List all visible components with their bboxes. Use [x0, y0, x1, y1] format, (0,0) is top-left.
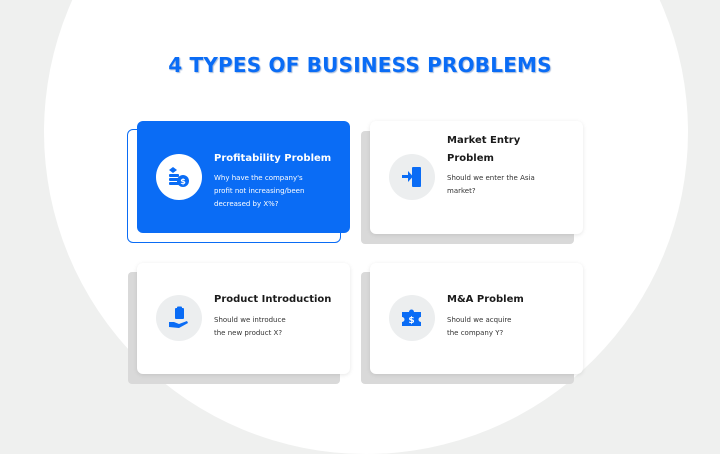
card-description: Should we acquire the company Y?	[447, 316, 512, 337]
hand-product-icon	[156, 295, 202, 341]
card-description: Should we introduce the new product X?	[214, 316, 286, 337]
card-profitability[interactable]: $ Profitability Problem Why have the com…	[137, 121, 350, 233]
card-ma-problem[interactable]: $ M&A Problem Should we acquire the comp…	[370, 263, 583, 374]
puzzle-dollar-icon: $	[389, 295, 435, 341]
card-market-entry[interactable]: Market Entry Problem Should we enter the…	[370, 121, 583, 234]
card-title: Market Entry Problem	[447, 135, 521, 164]
card-description: Why have the company's profit not increa…	[214, 174, 305, 208]
card-description: Should we enter the Asia market?	[447, 174, 535, 195]
enter-door-icon	[389, 154, 435, 200]
slide-title: 4 TYPES OF BUSINESS PROBLEMS	[168, 53, 552, 77]
svg-text:$: $	[180, 177, 186, 186]
card-title: M&A Problem	[447, 294, 524, 305]
money-bag-coins-icon: $	[156, 154, 202, 200]
card-title: Profitability Problem	[214, 153, 332, 164]
card-title: Product Introduction	[214, 294, 332, 305]
card-product-introduction[interactable]: Product Introduction Should we introduce…	[137, 263, 350, 374]
svg-text:$: $	[408, 316, 414, 326]
